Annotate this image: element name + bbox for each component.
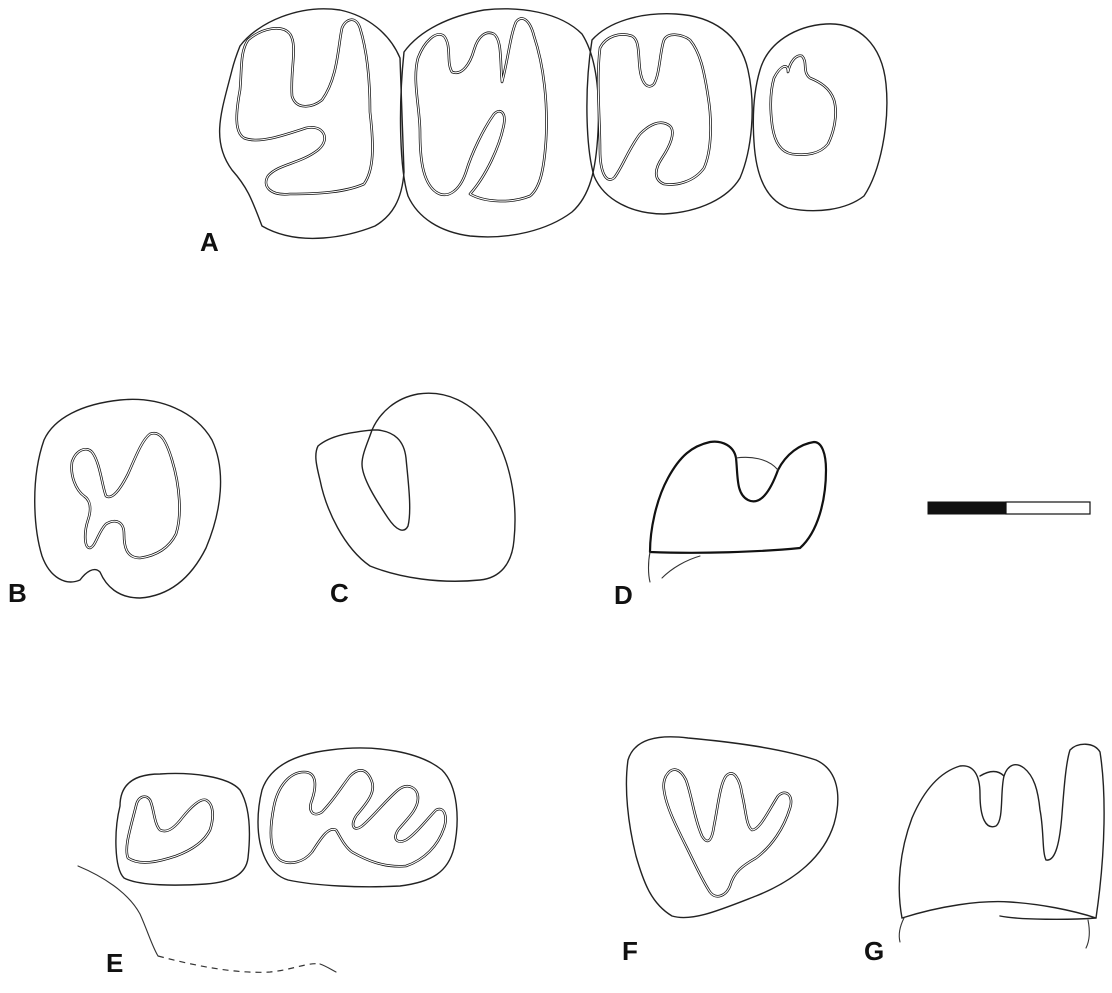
panel-a-tooth-3 — [586, 13, 753, 215]
panel-a-tooth-1 — [218, 8, 405, 240]
scale-bar-light-segment — [1005, 501, 1091, 515]
panel-e-tooth-2 — [257, 747, 458, 888]
panel-f-tooth — [625, 736, 839, 919]
panel-label-g: G — [864, 936, 885, 966]
panel-label-e: E — [106, 948, 124, 978]
scale-bar-dark-segment — [927, 501, 1007, 515]
panel-label-d: D — [614, 580, 633, 610]
panel-label-c: C — [330, 578, 349, 608]
panel-b-tooth — [34, 398, 222, 599]
panel-label-f: F — [622, 936, 638, 966]
panel-e-tooth-1 — [115, 772, 251, 886]
panel-label-a: A — [200, 227, 219, 257]
panel-e-jaw-line — [77, 865, 159, 957]
scale-bar — [927, 501, 1091, 515]
panel-d-tooth — [647, 440, 828, 583]
panel-c-tooth — [315, 392, 516, 582]
panel-a-tooth-row — [218, 8, 888, 240]
panel-a-tooth-2 — [399, 8, 600, 238]
panel-g-tooth — [898, 743, 1105, 949]
panel-e-tooth-row — [77, 747, 458, 973]
panel-a-tooth-4 — [752, 23, 888, 212]
panel-label-b: B — [8, 578, 27, 608]
panel-e-jaw-dashed-line — [157, 955, 321, 973]
